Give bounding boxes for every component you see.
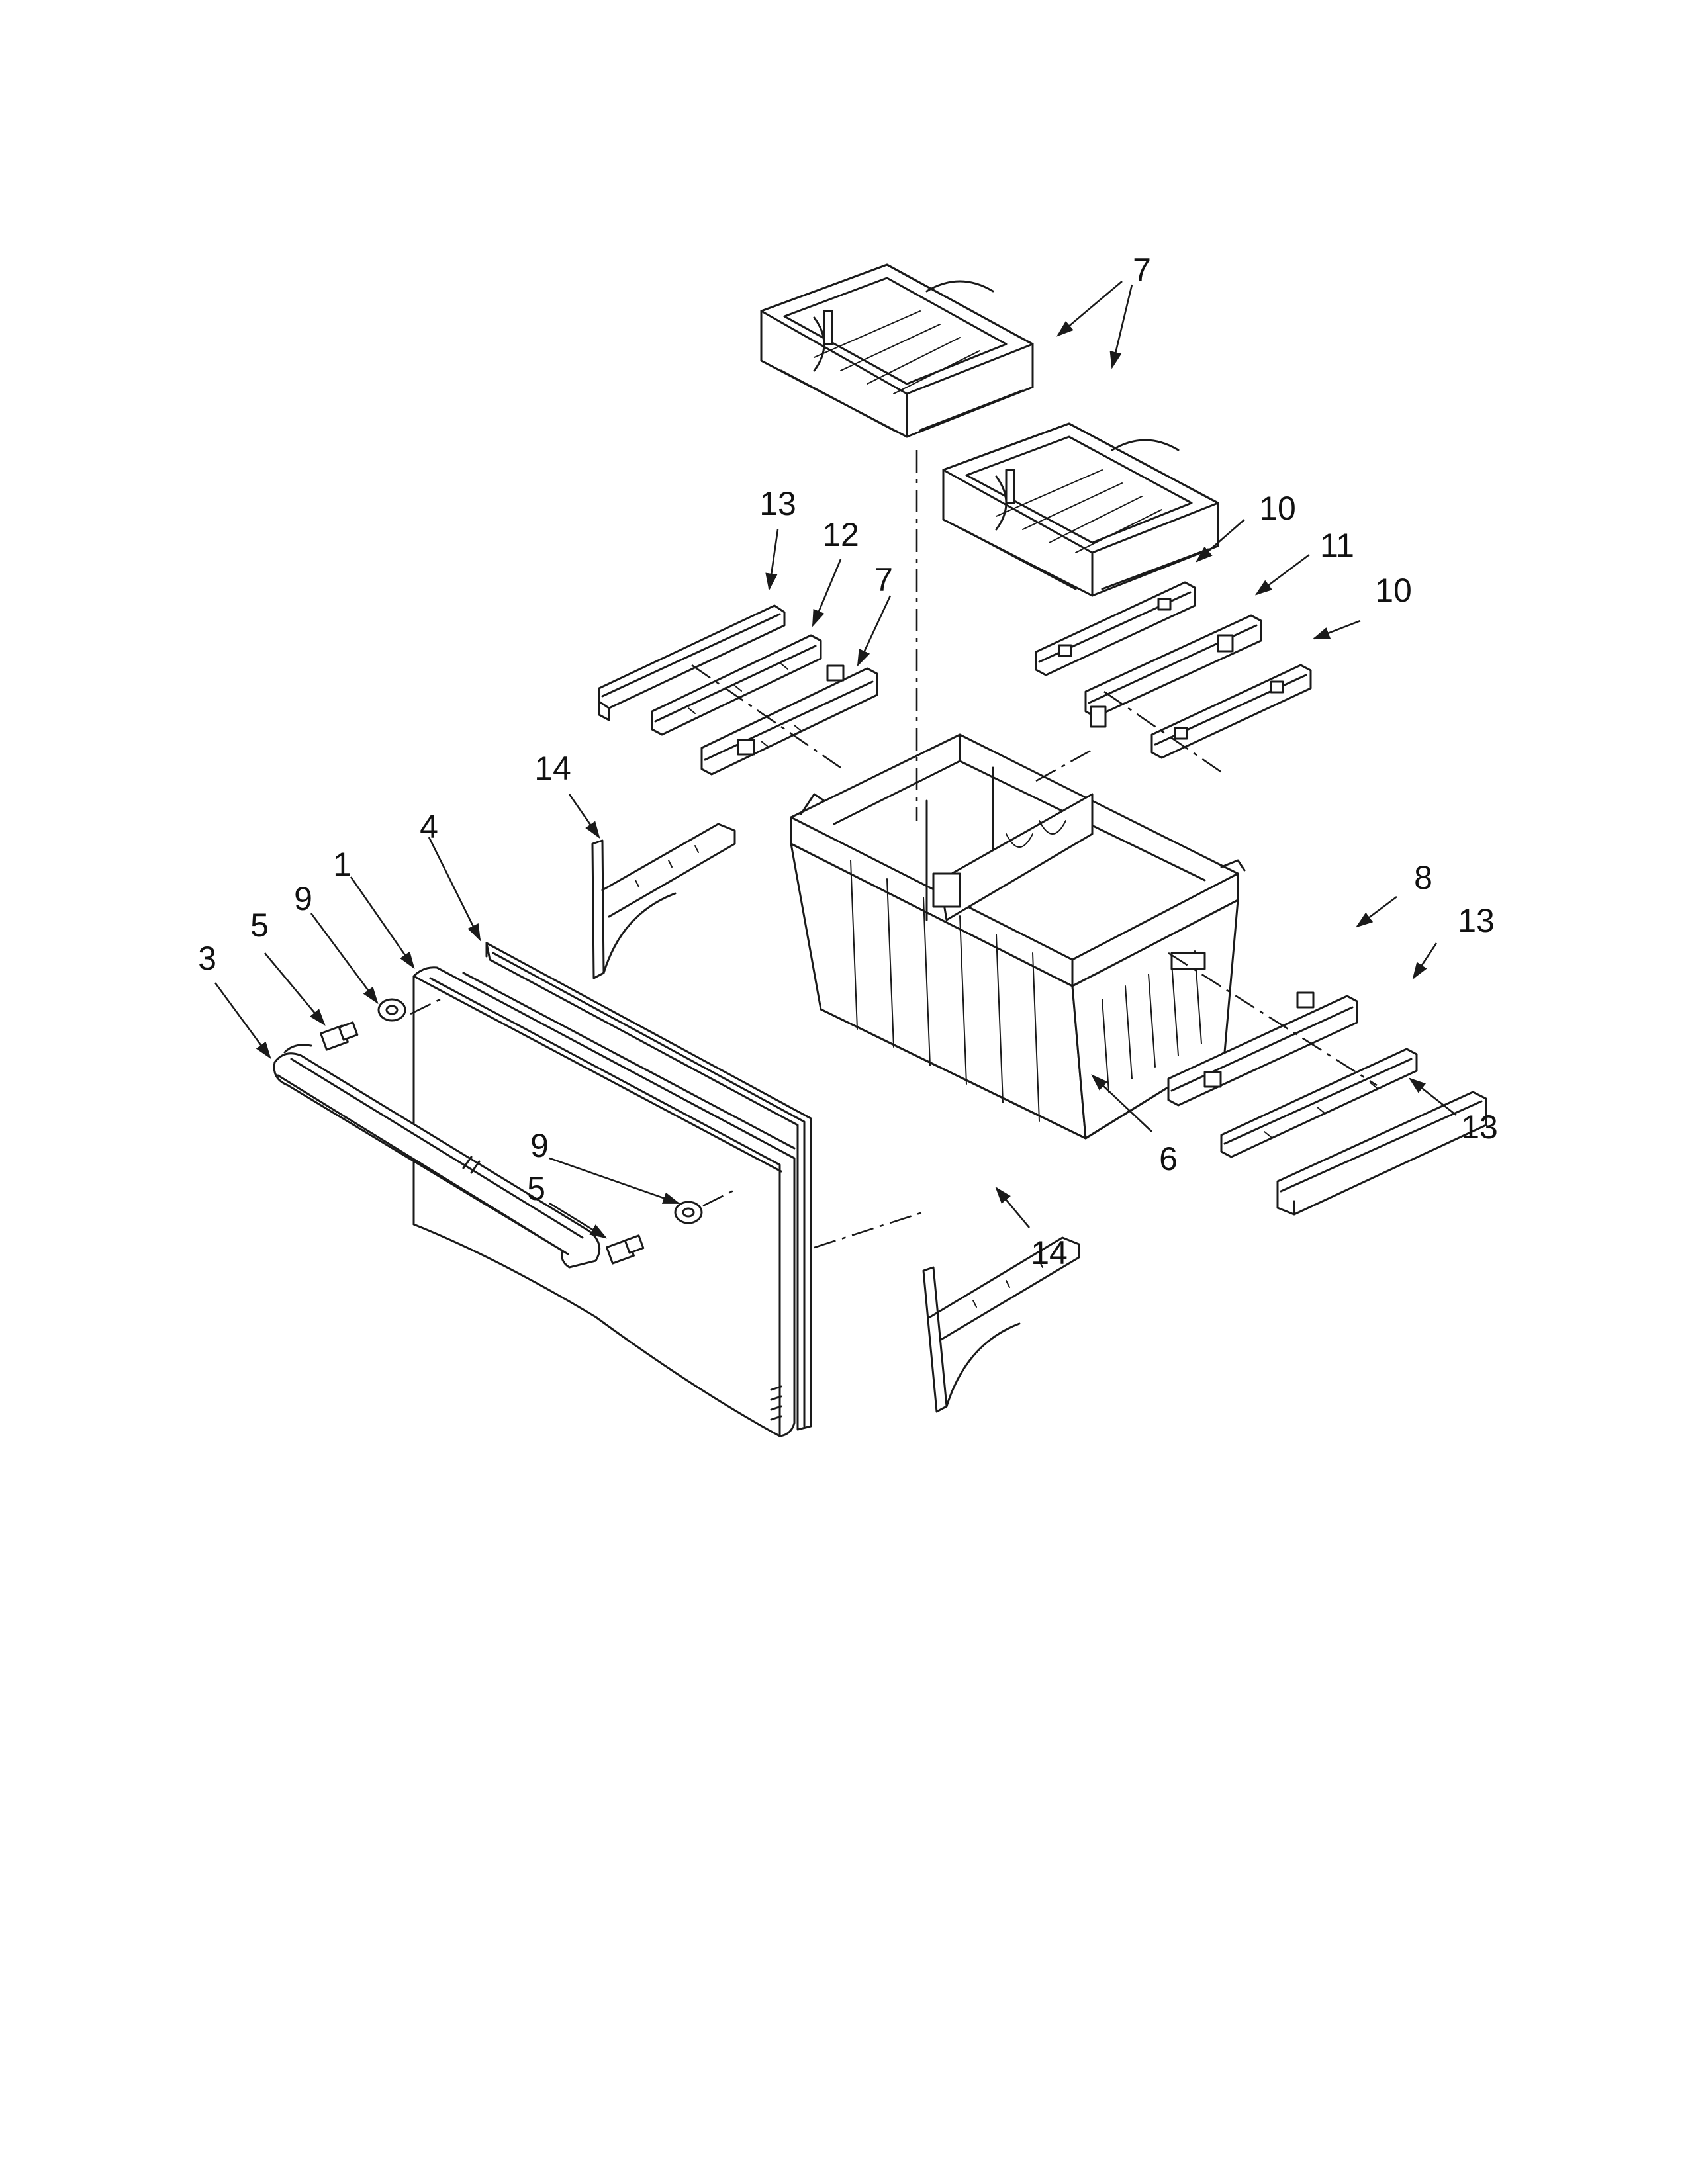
callout-13-right: 13 xyxy=(1461,1109,1498,1146)
slide-right xyxy=(1220,1048,1418,1158)
callout-11: 11 xyxy=(1320,527,1354,564)
callout-14-left: 14 xyxy=(534,750,571,787)
upper-bin-rear xyxy=(760,263,1034,438)
callout-7-left: 7 xyxy=(874,561,893,598)
callout-6: 6 xyxy=(1159,1140,1178,1177)
callout-12-left: 12 xyxy=(822,516,859,553)
callout-7-right: 8 xyxy=(1414,859,1432,896)
callout-labels: 7 13 12 7 10 11 10 14 4 1 9 5 3 8 13 6 1… xyxy=(198,251,1498,1271)
cover-right xyxy=(1276,1091,1487,1216)
door-handle xyxy=(273,1044,601,1269)
callout-5-lower: 5 xyxy=(527,1170,545,1207)
leader-lines xyxy=(214,281,1457,1239)
callout-3: 3 xyxy=(198,940,216,977)
slide-left xyxy=(651,634,822,736)
callout-9-upper: 9 xyxy=(294,880,312,917)
handle-screw-upper xyxy=(320,1021,359,1051)
callout-13-left: 13 xyxy=(759,485,796,522)
bin-slide xyxy=(1084,614,1262,728)
handle-spacer-lower xyxy=(674,1201,703,1224)
handle-screw-lower xyxy=(606,1234,645,1265)
alignment-lines xyxy=(410,450,1378,1249)
bracket-left xyxy=(591,823,736,979)
callout-12-right: 13 xyxy=(1458,902,1495,939)
callout-5-upper: 5 xyxy=(250,907,269,944)
callout-10-rear: 10 xyxy=(1375,572,1412,609)
upper-bin-front xyxy=(942,422,1219,597)
cover-left xyxy=(598,604,786,721)
handle-spacer-upper xyxy=(377,998,406,1022)
freezer-basket xyxy=(790,733,1246,1140)
bin-rail-front xyxy=(1035,581,1196,676)
rail-right xyxy=(1167,991,1358,1107)
rail-left xyxy=(700,664,878,776)
callout-10-front: 10 xyxy=(1259,490,1296,527)
callout-14-right: 14 xyxy=(1031,1234,1068,1271)
callout-1: 1 xyxy=(333,846,352,883)
bin-rail-rear xyxy=(1150,664,1312,759)
callout-4: 4 xyxy=(420,808,438,845)
callout-9-lower: 9 xyxy=(530,1127,549,1164)
door-gasket xyxy=(485,942,812,1431)
bracket-right xyxy=(922,1236,1080,1413)
freezer-door xyxy=(412,966,796,1437)
callout-8: 7 xyxy=(1133,251,1151,289)
